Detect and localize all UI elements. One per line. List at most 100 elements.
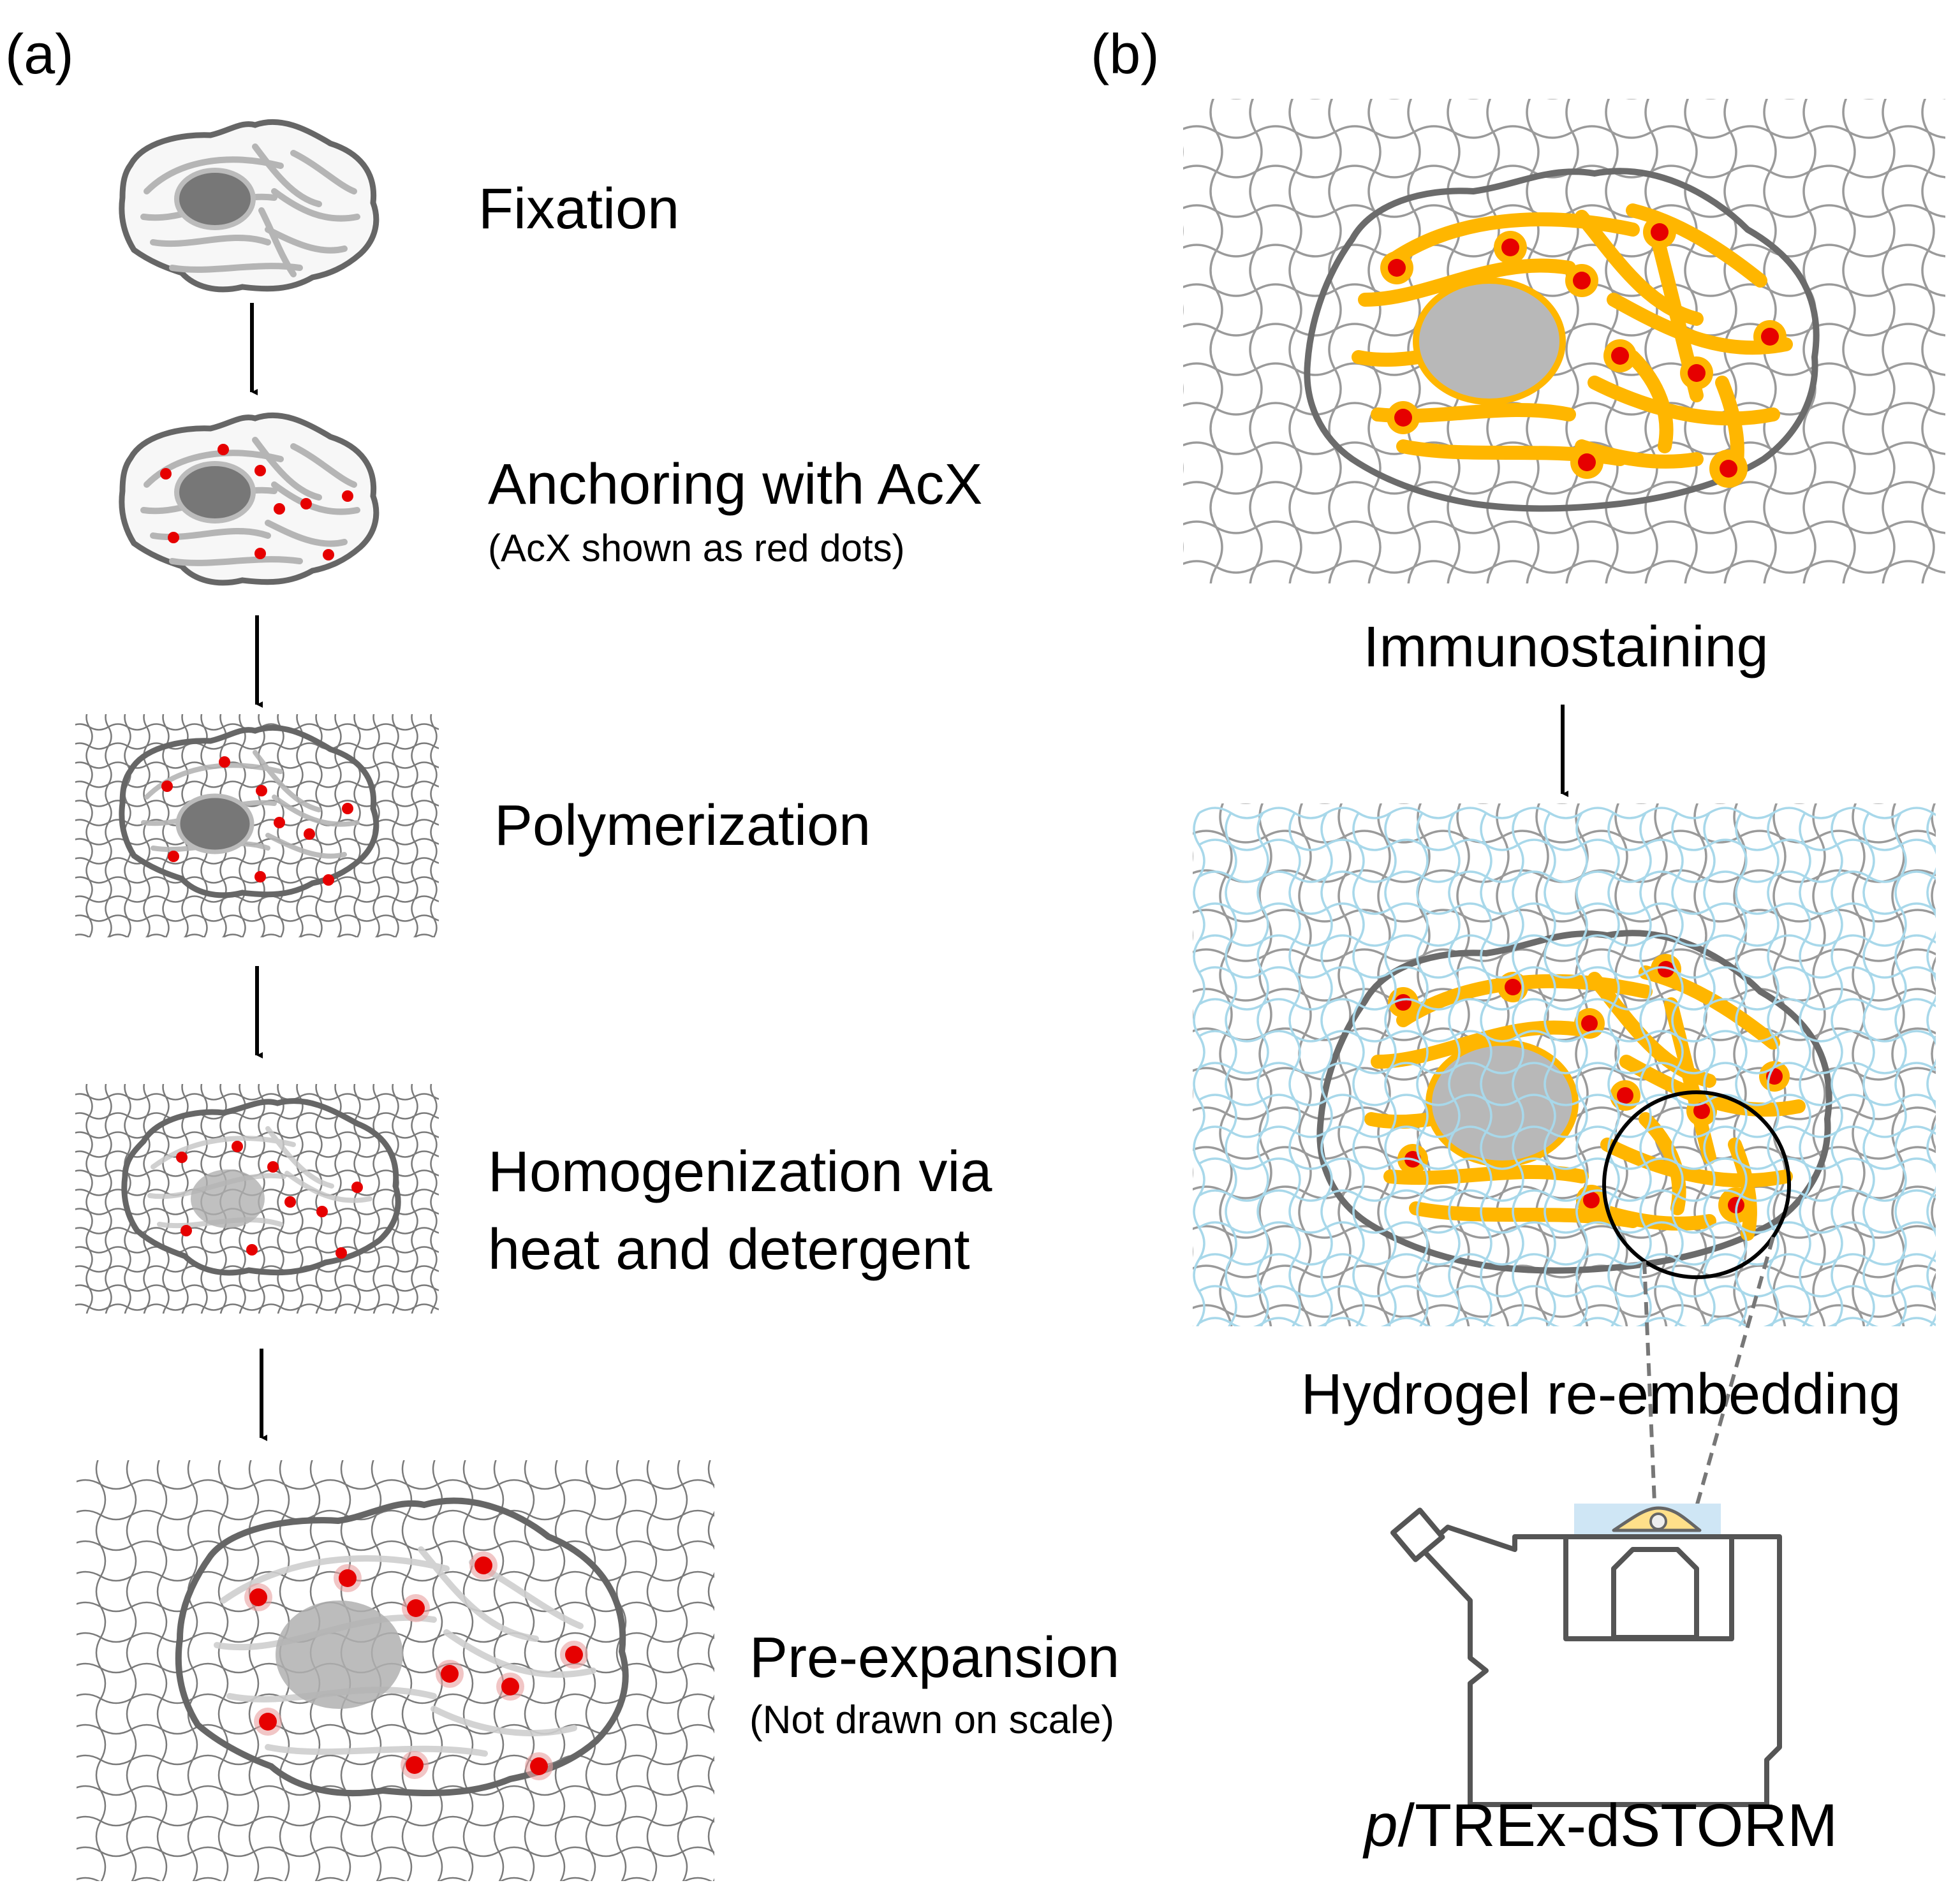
mesh-strand <box>646 1460 658 1881</box>
mesh-strand <box>411 1084 418 1314</box>
mesh-strand <box>1258 803 1272 1326</box>
mesh-strand <box>1512 812 1524 1326</box>
microscope-eyepiece <box>1390 1507 1445 1562</box>
mesh-strand <box>1249 99 1263 583</box>
mesh-strand <box>1384 812 1397 1326</box>
mesh-strand <box>315 714 323 937</box>
acx-anchor-dots <box>176 1141 363 1259</box>
mesh-strand <box>162 1084 170 1314</box>
mesh-strand <box>353 714 361 937</box>
acx-anchor-dots <box>244 1551 588 1780</box>
mesh-strand <box>1288 99 1302 583</box>
polymerization-cell-illustration <box>68 705 453 956</box>
mesh-strand <box>1448 812 1461 1326</box>
mesh-strand <box>1328 99 1342 583</box>
mesh-strand <box>1607 812 1620 1326</box>
mesh-strand <box>1352 812 1365 1326</box>
cytoskeleton-filaments <box>147 1126 372 1229</box>
acx-anchor-dots <box>160 444 353 560</box>
mesh-strand <box>1894 812 1907 1326</box>
mesh-strand <box>105 714 112 937</box>
cell-membrane <box>121 1098 401 1276</box>
anchoring-title: Anchoring with AcX <box>488 453 982 516</box>
acx-anchor-dots <box>161 756 353 886</box>
hydrogel-mesh <box>68 705 453 956</box>
mesh-strand <box>1416 812 1429 1326</box>
mesh-strand <box>585 1460 596 1881</box>
homogenization-title-line1: Homogenization via <box>488 1140 992 1204</box>
cytoskeleton-filaments <box>140 143 360 277</box>
mesh-strand <box>1862 812 1875 1326</box>
homogenization-cell-illustration <box>70 1075 453 1314</box>
mesh-strand <box>1852 803 1866 1326</box>
immunostaining-title: Immunostaining <box>1363 615 1768 679</box>
mesh-strand <box>1735 812 1748 1326</box>
method-title-rest: /TREx-dSTORM <box>1398 1792 1838 1859</box>
mesh-strand <box>1183 146 1184 553</box>
mesh-strand <box>401 1460 413 1881</box>
mesh-strand <box>1256 812 1269 1326</box>
mesh-strand <box>1733 803 1747 1326</box>
mesh-strand <box>1288 812 1301 1326</box>
mesh-strand <box>707 1460 714 1881</box>
method-title-italic: p <box>1362 1792 1398 1859</box>
mesh-strand <box>1337 803 1352 1326</box>
mesh-strand <box>1417 803 1431 1326</box>
nucleus <box>191 1169 265 1228</box>
mesh-strand <box>1575 812 1588 1326</box>
mesh-strand <box>392 714 399 937</box>
mesh-strand <box>1240 803 1884 804</box>
mesh-strand <box>334 714 342 937</box>
mesh-strand <box>1799 812 1811 1326</box>
mesh-strand <box>143 714 151 937</box>
mesh-strand <box>554 1460 566 1881</box>
pre-expansion-title: Pre-expansion <box>749 1626 1119 1690</box>
mesh-strand <box>1193 812 1205 1326</box>
polymerization-title: Polymerization <box>494 794 871 858</box>
mesh-strand <box>66 1454 75 1897</box>
mesh-strand <box>1298 803 1312 1326</box>
mesh-strand <box>1671 812 1684 1326</box>
mesh-strand <box>1882 99 1896 583</box>
mesh-strand <box>1802 99 1816 583</box>
mesh-strand <box>1931 803 1936 1310</box>
homogenization-title-line2: heat and detergent <box>488 1218 970 1282</box>
mesh-strand <box>1926 812 1936 1326</box>
mesh-strand <box>70 1075 453 1081</box>
zoom-guide-lines <box>1642 1236 1775 1518</box>
mesh-strand <box>156 1460 168 1881</box>
nucleus <box>276 1600 403 1709</box>
mesh-strand <box>1480 812 1492 1326</box>
mesh-strand <box>70 1449 744 1458</box>
mesh-strand <box>392 1084 399 1314</box>
mesh-strand <box>1198 1317 1936 1326</box>
nucleus <box>175 793 254 854</box>
mesh-strand <box>217 1460 229 1881</box>
anchoring-note: (AcX shown as red dots) <box>488 527 905 569</box>
mesh-strand <box>296 1084 304 1314</box>
mesh-strand <box>1921 99 1935 583</box>
panel-a-label: (a) <box>5 22 74 85</box>
mesh-strand <box>70 705 453 711</box>
fixation-title: Fixation <box>478 177 679 241</box>
mesh-strand <box>334 1084 342 1314</box>
mesh-strand <box>126 1460 137 1881</box>
mesh-strand <box>95 1460 107 1881</box>
mesh-strand <box>430 714 438 937</box>
mesh-strand <box>430 1084 438 1314</box>
mesh-strand <box>1614 803 1628 1326</box>
mesh-strand <box>143 1084 151 1314</box>
mesh-strand <box>1565 99 1579 583</box>
mesh-strand <box>411 714 418 937</box>
method-title: p/TREx-dSTORM <box>1362 1792 1838 1859</box>
mesh-strand <box>1225 812 1237 1326</box>
mesh-strand <box>248 1460 260 1881</box>
mesh-strand <box>105 1084 112 1314</box>
mesh-strand <box>372 1084 380 1314</box>
mesh-strand <box>75 934 436 937</box>
mesh-strand <box>68 708 73 956</box>
pre-expansion-note: (Not drawn on scale) <box>749 1698 1114 1742</box>
cell-membrane <box>175 1497 629 1797</box>
mesh-strand <box>1767 812 1779 1326</box>
